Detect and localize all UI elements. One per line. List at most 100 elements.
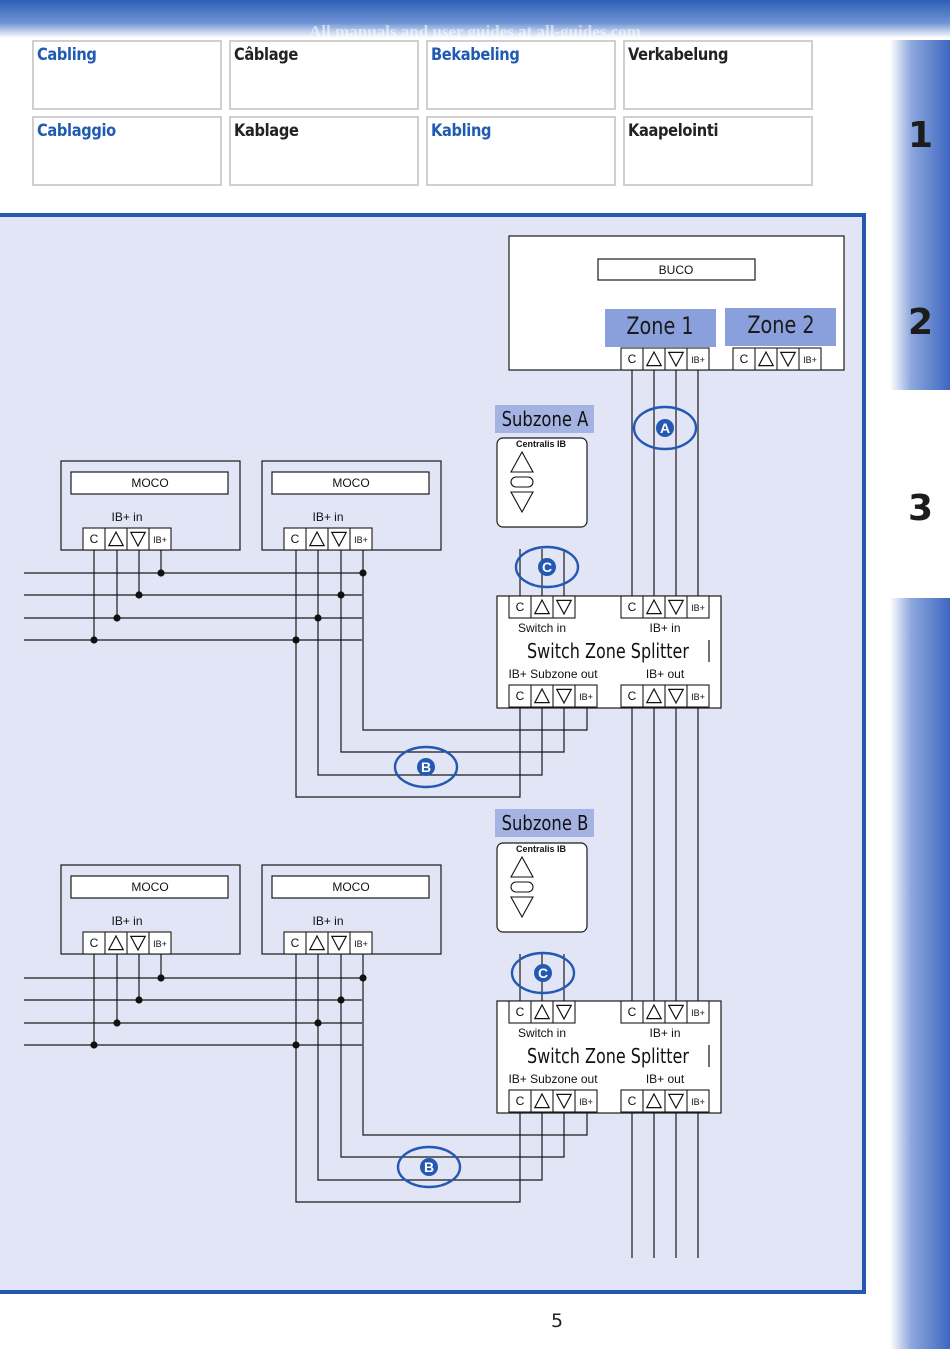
moco-label-box: [70, 875, 229, 899]
marker-b-bottom-ring: [396, 1145, 462, 1189]
junction-dot: [292, 1041, 300, 1049]
marker-b-top-letter: B: [421, 759, 431, 775]
moco-ib-in-label: IB+ in: [111, 510, 142, 524]
terminal-strip: [508, 1000, 576, 1024]
down-triangle-icon: [667, 351, 685, 368]
subzone-out-wire: [340, 595, 565, 753]
watermark: All manuals and user guides at all-guide…: [309, 22, 641, 41]
down-triangle-icon: [779, 351, 797, 368]
junction-dot: [113, 614, 121, 622]
junction-dot: [337, 996, 345, 1004]
subzone-out-label: IB+ Subzone out: [508, 1072, 598, 1086]
terminal-ib-label: IB+: [153, 939, 167, 949]
terminal-ib-label: IB+: [691, 603, 705, 613]
up-triangle-icon: [645, 687, 663, 704]
centralis-remote: [496, 842, 588, 933]
side-tab-2[interactable]: 2: [908, 302, 934, 343]
down-triangle-icon: [555, 1004, 573, 1021]
terminal-ib-label: IB+: [691, 1097, 705, 1107]
subzone-out-wire: [317, 1023, 543, 1181]
switch-in-label: Switch in: [518, 1026, 566, 1040]
lang-cell-da: Kabling: [426, 116, 616, 186]
subzone-out-wire: [295, 1045, 521, 1203]
down-triangle-icon: [667, 1004, 685, 1021]
marker-c-bottom-letter: C: [538, 965, 548, 981]
down-triangle-icon: [555, 688, 573, 705]
marker-c-bottom-ring: [510, 951, 576, 995]
terminal-ib-label: IB+: [691, 692, 705, 702]
lang-cell-sv: Kablage: [229, 116, 419, 186]
terminal-ib-label: IB+: [691, 355, 705, 365]
marker-b-bottom-letter: B: [424, 1159, 434, 1175]
terminal-c-label: C: [516, 600, 525, 614]
terminal-c-label: C: [740, 352, 749, 366]
subzone-out-label: IB+ Subzone out: [508, 667, 598, 681]
down-triangle-icon: [510, 896, 534, 919]
terminal-c-label: C: [516, 1005, 525, 1019]
subzone-b-label: Subzone B: [502, 813, 589, 836]
junction-dot: [90, 1041, 98, 1049]
marker-b-top-dot: [417, 758, 435, 776]
marker-b-top-ring: [393, 745, 459, 789]
lang-cell-de: Verkabelung: [623, 40, 813, 110]
diagram-panel: [0, 213, 866, 1294]
lang-cell-fr: Câblage: [229, 40, 419, 110]
splitter-ib-in-label: IB+ in: [649, 1026, 680, 1040]
moco-label: MOCO: [131, 476, 168, 490]
terminal-ib-label: IB+: [579, 1097, 593, 1107]
splitter-title-box: [507, 1045, 710, 1067]
lang-cell-fi: Kaapelointi: [623, 116, 813, 186]
terminal-c-label: C: [291, 936, 300, 950]
zone1-label: Zone 1: [626, 313, 693, 341]
moco-label-box: [70, 471, 229, 495]
terminal-c-label: C: [90, 936, 99, 950]
splitter-title: Switch Zone Splitter: [527, 640, 689, 663]
terminal-ib-label: IB+: [691, 1008, 705, 1018]
marker-a-ring: [632, 405, 698, 451]
up-triangle-icon: [533, 598, 551, 615]
marker-a-dot: [656, 419, 674, 437]
moco-label: MOCO: [332, 880, 369, 894]
down-triangle-icon: [555, 599, 573, 616]
subzone-out-wire: [295, 640, 521, 798]
moco-label-box: [271, 875, 430, 899]
side-tab-strip-top: [890, 40, 950, 390]
zone1-box: [605, 309, 716, 347]
buco-label: BUCO: [659, 263, 694, 277]
stop-oval-icon: [510, 476, 534, 488]
moco-ib-in-label: IB+ in: [111, 914, 142, 928]
zone2-box: [725, 308, 836, 346]
splitter-title-box: [507, 640, 710, 662]
centralis-label: Centralis IB: [516, 439, 567, 449]
up-triangle-icon: [645, 1003, 663, 1020]
moco-label: MOCO: [332, 476, 369, 490]
subzone-a-label: Subzone A: [502, 409, 589, 432]
up-triangle-icon: [107, 934, 125, 951]
moco-ib-in-label: IB+ in: [312, 914, 343, 928]
terminal-ib-label: IB+: [153, 535, 167, 545]
junction-dot: [135, 996, 143, 1004]
moco-label: MOCO: [131, 880, 168, 894]
marker-c-top-ring: [514, 545, 580, 589]
splitter-title: Switch Zone Splitter: [527, 1045, 689, 1068]
marker-c-top-dot: [538, 558, 556, 576]
marker-c-bottom-dot: [534, 964, 552, 982]
lang-cell-nl: Bekabeling: [426, 40, 616, 110]
side-tab-1[interactable]: 1: [908, 115, 934, 156]
side-tab-strip-bottom: [890, 598, 950, 1349]
lang-cell-it: Cablaggio: [32, 116, 222, 186]
terminal-c-label: C: [628, 1005, 637, 1019]
marker-c-top-letter: C: [542, 559, 552, 575]
side-tab-3[interactable]: 3: [908, 488, 934, 529]
lang-cell-en: Cabling: [32, 40, 222, 110]
terminal-c-label: C: [628, 352, 637, 366]
junction-dot: [314, 614, 322, 622]
terminal-ib-label: IB+: [579, 692, 593, 702]
up-triangle-icon: [308, 530, 326, 547]
down-triangle-icon: [667, 688, 685, 705]
terminal-ib-label: IB+: [354, 535, 368, 545]
moco-ib-in-label: IB+ in: [312, 510, 343, 524]
moco-label-box: [271, 471, 430, 495]
up-triangle-icon: [757, 350, 775, 367]
